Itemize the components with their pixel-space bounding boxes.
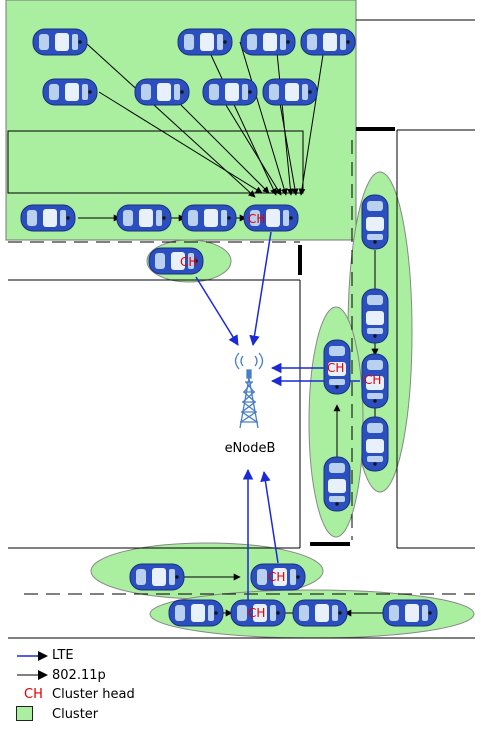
ch-label: CH <box>364 373 381 387</box>
lte-arrow-icon <box>16 647 52 665</box>
enodeb-label: eNodeB <box>224 441 276 456</box>
ch-label: CH <box>268 570 285 584</box>
enodeb-tower-icon <box>234 352 264 429</box>
legend-ch-symbol: CH <box>24 687 43 703</box>
legend-wifi: 802.11p <box>16 666 135 686</box>
legend-lte: LTE <box>16 646 135 666</box>
lane-markings <box>8 140 475 595</box>
legend-lte-label: LTE <box>52 648 74 664</box>
cluster-head-labels: CH CH CH CH CH CH <box>180 212 381 620</box>
road-outlines <box>7 19 475 639</box>
ch-label: CH <box>248 606 265 620</box>
road-barriers <box>298 127 395 546</box>
legend-cluster-label: Cluster <box>52 706 99 722</box>
legend-ch-label: Cluster head <box>52 687 135 703</box>
ch-label: CH <box>248 212 265 226</box>
legend-cluster: Cluster <box>16 705 135 725</box>
ch-label: CH <box>180 255 197 269</box>
ch-label: CH <box>327 361 344 375</box>
legend-wifi-label: 802.11p <box>52 667 106 683</box>
legend: LTE 802.11p CH Cluster head Cluster <box>16 646 135 724</box>
cluster-swatch-icon <box>16 705 52 723</box>
wifi-arrow-icon <box>16 666 52 684</box>
legend-ch: CH Cluster head <box>16 685 135 705</box>
